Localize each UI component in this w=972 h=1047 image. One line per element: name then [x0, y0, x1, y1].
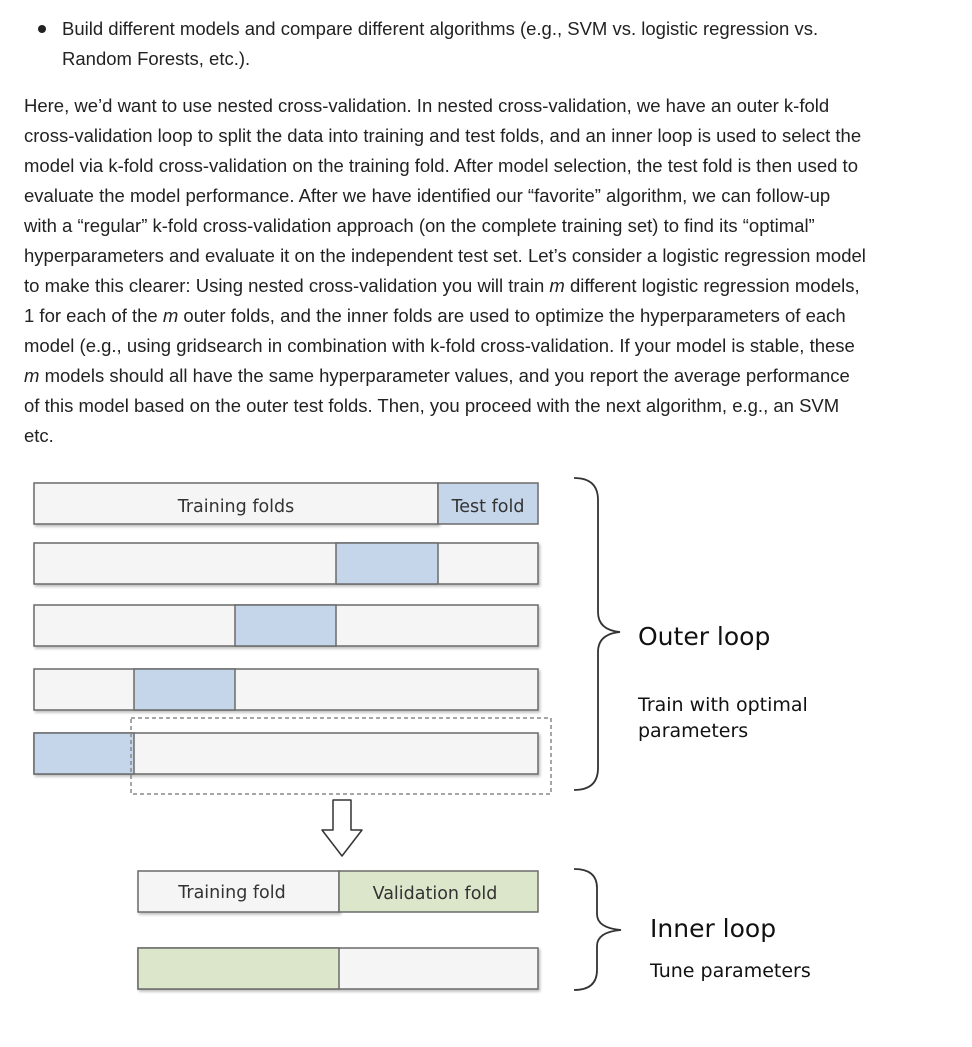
paragraph-line: cross-validation loop to split the data … — [24, 125, 862, 146]
bullet-icon — [38, 25, 46, 33]
inner-loop-label: Inner loop — [650, 914, 776, 943]
bullet-line-2: Random Forests, etc.). — [62, 48, 251, 69]
paragraph-line: hyperparameters and evaluate it on the i… — [24, 245, 866, 266]
paragraph-line: evaluate the model performance. After we… — [24, 185, 831, 206]
training-folds-segment — [33, 482, 439, 525]
list-item: Build different models and compare diffe… — [24, 14, 954, 74]
inner-fold-row-2 — [137, 947, 539, 990]
paragraph-line: model via k-fold cross-validation on the… — [24, 155, 858, 176]
paragraph-text: models should all have the same hyperpar… — [44, 365, 850, 386]
paragraph-line: m models should all have the same hyperp… — [24, 361, 954, 391]
variable-m: m — [24, 365, 40, 386]
test-fold-segment — [133, 668, 236, 711]
bullet-list: Build different models and compare diffe… — [24, 14, 954, 74]
paragraph-line: to make this clearer: Using nested cross… — [24, 271, 954, 301]
test-fold-segment — [33, 732, 135, 775]
test-fold-label: Test fold — [451, 497, 525, 517]
inner-loop-brace — [573, 868, 622, 991]
paragraph-line: Here, we’d want to use nested cross-vali… — [24, 95, 830, 116]
training-folds-segment — [33, 542, 539, 585]
paragraph-line: 1 for each of the m outer folds, and the… — [24, 301, 954, 331]
training-folds-segment — [33, 668, 539, 711]
paragraph-text: outer folds, and the inner folds are use… — [183, 305, 846, 326]
training-folds-label: Training folds — [177, 497, 295, 517]
nested-cv-diagram: Training folds Test fold Outer loop Trai… — [33, 477, 811, 991]
bullet-line-1: Build different models and compare diffe… — [62, 18, 819, 39]
validation-fold-segment — [338, 870, 539, 913]
outer-loop-label: Outer loop — [638, 622, 770, 651]
test-fold-segment — [234, 604, 337, 647]
test-fold-segment — [335, 542, 439, 585]
body-paragraph: Here, we’d want to use nested cross-vali… — [24, 91, 954, 451]
selected-training-region — [130, 717, 552, 795]
outer-fold-row-5 — [33, 732, 539, 775]
outer-fold-row-3 — [33, 604, 539, 647]
paragraph-line: with a “regular” k-fold cross-validation… — [24, 215, 815, 236]
outer-loop-description-line-1: Train with optimal — [637, 694, 808, 716]
outer-fold-row-1: Training folds Test fold — [33, 482, 539, 525]
paragraph-text: different logistic regression models, — [569, 275, 860, 296]
inner-loop-description: Tune parameters — [649, 960, 811, 982]
training-fold-label: Training fold — [177, 883, 285, 903]
variable-m: m — [549, 275, 565, 296]
paragraph-line: etc. — [24, 425, 54, 446]
down-arrow-icon — [321, 799, 363, 857]
outer-fold-row-4 — [33, 668, 539, 711]
validation-fold-label: Validation fold — [373, 884, 498, 904]
paragraph-line: model (e.g., using gridsearch in combina… — [24, 335, 855, 356]
inner-fold-row-1: Training fold Validation fold — [137, 870, 539, 913]
validation-fold-segment — [137, 947, 340, 990]
paragraph-text: to make this clearer: Using nested cross… — [24, 275, 545, 296]
paragraph-text: 1 for each of the — [24, 305, 158, 326]
test-fold-segment — [437, 482, 539, 525]
variable-m: m — [162, 305, 179, 326]
outer-loop-description-line-2: parameters — [638, 720, 748, 742]
paragraph-line: of this model based on the outer test fo… — [24, 395, 840, 416]
outer-fold-row-2 — [33, 542, 539, 585]
outer-loop-brace — [573, 477, 621, 791]
